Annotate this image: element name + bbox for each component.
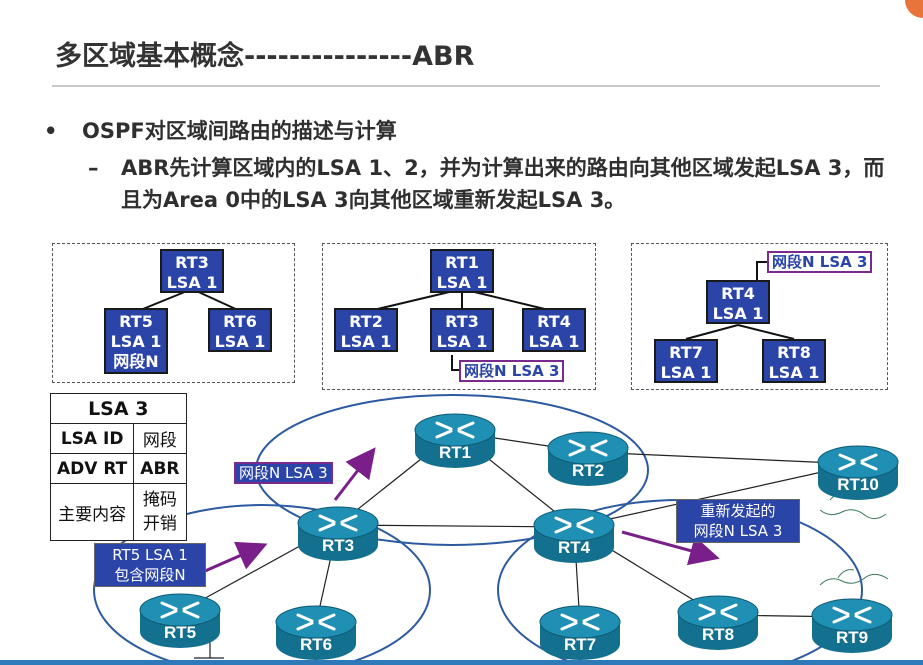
router-label: RT1 <box>439 443 471 462</box>
router-label: RT3 <box>322 536 354 555</box>
node-lsa: LSA 1 <box>768 363 820 382</box>
rt3-lsa3-tag: 网段N LSA 3 <box>234 462 333 484</box>
bottom-bar <box>0 660 923 665</box>
router-rt9: RT9 <box>811 598 893 653</box>
branch-decoration <box>819 489 889 586</box>
tree-right-child-rt7: RT7 LSA 1 <box>654 339 718 383</box>
router-rt1: RT1 <box>414 413 496 468</box>
page-title: 多区域基本概念---------------ABR <box>55 41 475 72</box>
node-name: RT4 <box>537 312 571 331</box>
tree-left-child-rt5: RT5 LSA 1 网段N <box>104 308 168 374</box>
router-rt4: RT4 <box>533 508 615 563</box>
router-label: RT9 <box>836 628 868 647</box>
tree-left-child-rt6: RT6 LSA 1 <box>208 308 272 352</box>
rt5-note: RT5 LSA 1 包含网段N <box>94 543 206 587</box>
router-rt10: RT10 <box>817 445 899 500</box>
node-lsa: LSA 1 <box>340 332 392 351</box>
node-lsa: LSA 1 <box>528 332 580 351</box>
bullet-level2-text: ABR先计算区域内的LSA 1、2，并为计算出来的路由向其他区域发起LSA 3，… <box>121 156 885 212</box>
bullet-dot: • <box>44 119 58 143</box>
node-name: RT3 <box>445 312 479 331</box>
node-name: RT8 <box>777 343 811 362</box>
node-lsa: LSA 1 <box>712 304 764 323</box>
title-divider <box>52 85 880 87</box>
tree-middle-child-rt3: RT3 LSA 1 <box>430 308 494 352</box>
node-name: RT7 <box>669 343 703 362</box>
lsa3-table-header: LSA 3 <box>50 393 187 424</box>
rt4-note-line: 网段N LSA 3 <box>693 522 783 540</box>
node-extra: 网段N <box>113 352 159 371</box>
router-label: RT6 <box>300 635 332 654</box>
router-rt5: RT5 <box>139 593 221 648</box>
node-lsa: LSA 1 <box>166 273 218 292</box>
lsa3-value: 掩码 开销 <box>133 483 187 541</box>
node-name: RT2 <box>349 312 383 331</box>
router-label: RT10 <box>837 475 879 494</box>
lsa3-value: 网段 <box>133 423 187 454</box>
tree-lines-right <box>685 261 795 340</box>
tree-left-root: RT3 LSA 1 <box>160 249 224 293</box>
router-rt2: RT2 <box>547 431 629 486</box>
node-name: RT4 <box>721 284 755 303</box>
tree-middle-tag: 网段N LSA 3 <box>459 360 565 382</box>
router-rt3: RT3 <box>297 506 379 561</box>
lsa3-table: LSA 3 LSA ID 网段 ADV RT ABR 主要内容 掩码 开销 <box>49 393 187 541</box>
router-label: RT7 <box>564 635 596 654</box>
router-rt7: RT7 <box>539 605 621 660</box>
rt4-note-line: 重新发起的 <box>700 502 776 520</box>
rt5-note-line: 包含网段N <box>114 566 186 584</box>
lsa3-key: LSA ID <box>49 423 135 454</box>
tree-right-tag: 网段N LSA 3 <box>767 251 873 273</box>
bullet-dash: – <box>88 156 99 180</box>
node-name: RT6 <box>223 312 257 331</box>
router-label: RT8 <box>702 625 734 644</box>
router-rt6: RT6 <box>275 605 357 660</box>
tree-right-child-rt8: RT8 LSA 1 <box>762 339 826 383</box>
node-lsa: LSA 1 <box>660 363 712 382</box>
node-lsa: LSA 1 <box>214 332 266 351</box>
tree-middle-child-rt4: RT4 LSA 1 <box>522 308 586 352</box>
router-label: RT5 <box>164 623 196 642</box>
tree-middle-root: RT1 LSA 1 <box>430 249 494 293</box>
node-lsa: LSA 1 <box>436 273 488 292</box>
lsa3-value: ABR <box>133 453 187 484</box>
bullet-level1: • OSPF对区域间路由的描述与计算 <box>44 115 397 145</box>
rt4-note: 重新发起的 网段N LSA 3 <box>676 499 800 543</box>
bullet-level1-text: OSPF对区域间路由的描述与计算 <box>82 119 397 143</box>
node-lsa: LSA 1 <box>110 332 162 351</box>
router-label: RT4 <box>558 538 591 557</box>
node-lsa: LSA 1 <box>436 332 488 351</box>
arrow-rt3-area0 <box>333 447 376 501</box>
lsa3-key: 主要内容 <box>49 483 135 541</box>
node-name: RT1 <box>445 253 479 272</box>
arrow-rt4-area <box>621 530 720 566</box>
bullet-level2: – ABR先计算区域内的LSA 1、2，并为计算出来的路由向其他区域发起LSA … <box>88 152 898 216</box>
node-name: RT5 <box>119 312 153 331</box>
router-label: RT2 <box>572 461 604 480</box>
router-rt8: RT8 <box>677 595 759 650</box>
tree-middle-child-rt2: RT2 LSA 1 <box>334 308 398 352</box>
node-name: RT3 <box>175 253 209 272</box>
rt5-note-line: RT5 LSA 1 <box>112 546 188 564</box>
lsa3-key: ADV RT <box>49 453 135 484</box>
tree-right-root: RT4 LSA 1 <box>706 280 770 324</box>
